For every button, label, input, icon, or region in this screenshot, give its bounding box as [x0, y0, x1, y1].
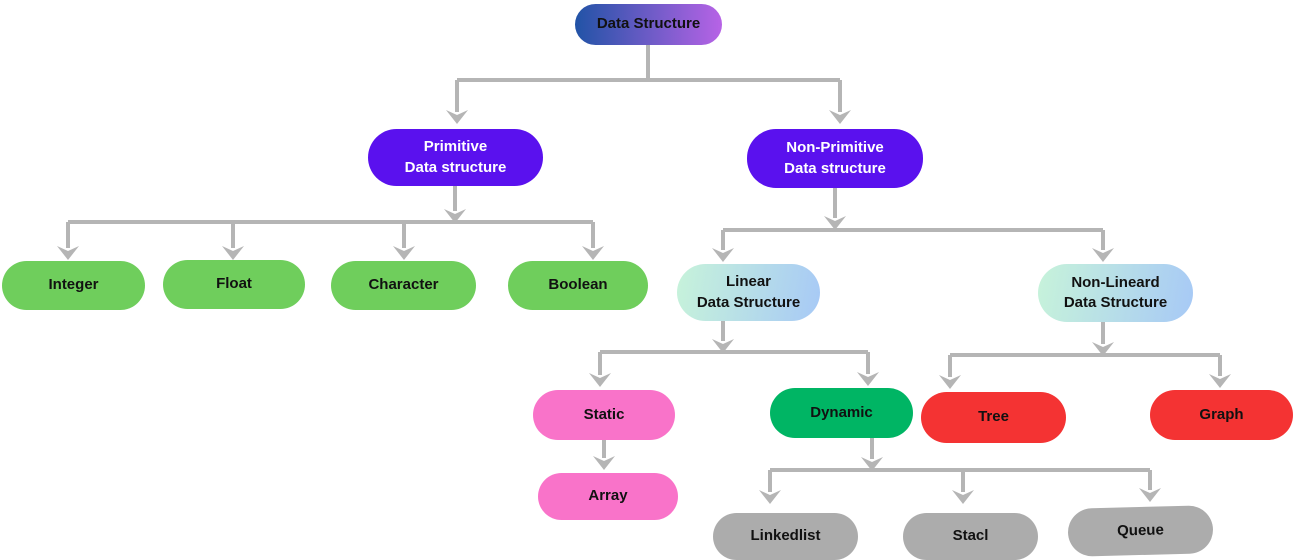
- node-non-lineard: Non-Lineard Data Structure: [1038, 264, 1193, 322]
- node-label: Integer: [48, 276, 99, 294]
- node-label: Linkedlist: [750, 527, 821, 545]
- node-label: Dynamic: [810, 403, 873, 421]
- node-stacl: Stacl: [903, 513, 1038, 560]
- node-label: Stacl: [952, 527, 989, 545]
- node-label: Character: [368, 276, 439, 294]
- node-float: Float: [163, 260, 305, 309]
- node-label: Primitive Data structure: [404, 138, 507, 176]
- node-boolean: Boolean: [508, 261, 648, 310]
- node-data-structure: Data Structure: [575, 4, 722, 45]
- node-label: Non-Primitive Data structure: [784, 139, 886, 177]
- node-dynamic: Dynamic: [770, 388, 913, 438]
- node-linkedlist: Linkedlist: [713, 513, 858, 560]
- node-label: Array: [588, 487, 628, 505]
- node-primitive: Primitive Data structure: [368, 129, 543, 186]
- node-label: Graph: [1199, 405, 1244, 423]
- node-label: Linear Data Structure: [696, 273, 801, 311]
- node-queue: Queue: [1067, 505, 1214, 557]
- node-non-primitive: Non-Primitive Data structure: [747, 129, 923, 188]
- node-tree: Tree: [921, 392, 1066, 443]
- node-label: Boolean: [548, 276, 608, 294]
- node-array: Array: [538, 473, 678, 520]
- node-character: Character: [331, 261, 476, 310]
- node-integer: Integer: [2, 261, 145, 310]
- node-label: Queue: [1116, 521, 1165, 540]
- node-linear: Linear Data Structure: [677, 264, 820, 321]
- node-label: Static: [583, 405, 625, 423]
- node-static: Static: [533, 390, 675, 440]
- node-graph: Graph: [1150, 390, 1293, 440]
- node-label: Float: [216, 275, 252, 293]
- node-label: Data Structure: [596, 15, 701, 33]
- node-label: Tree: [978, 408, 1009, 426]
- node-label: Non-Lineard Data Structure: [1063, 273, 1168, 311]
